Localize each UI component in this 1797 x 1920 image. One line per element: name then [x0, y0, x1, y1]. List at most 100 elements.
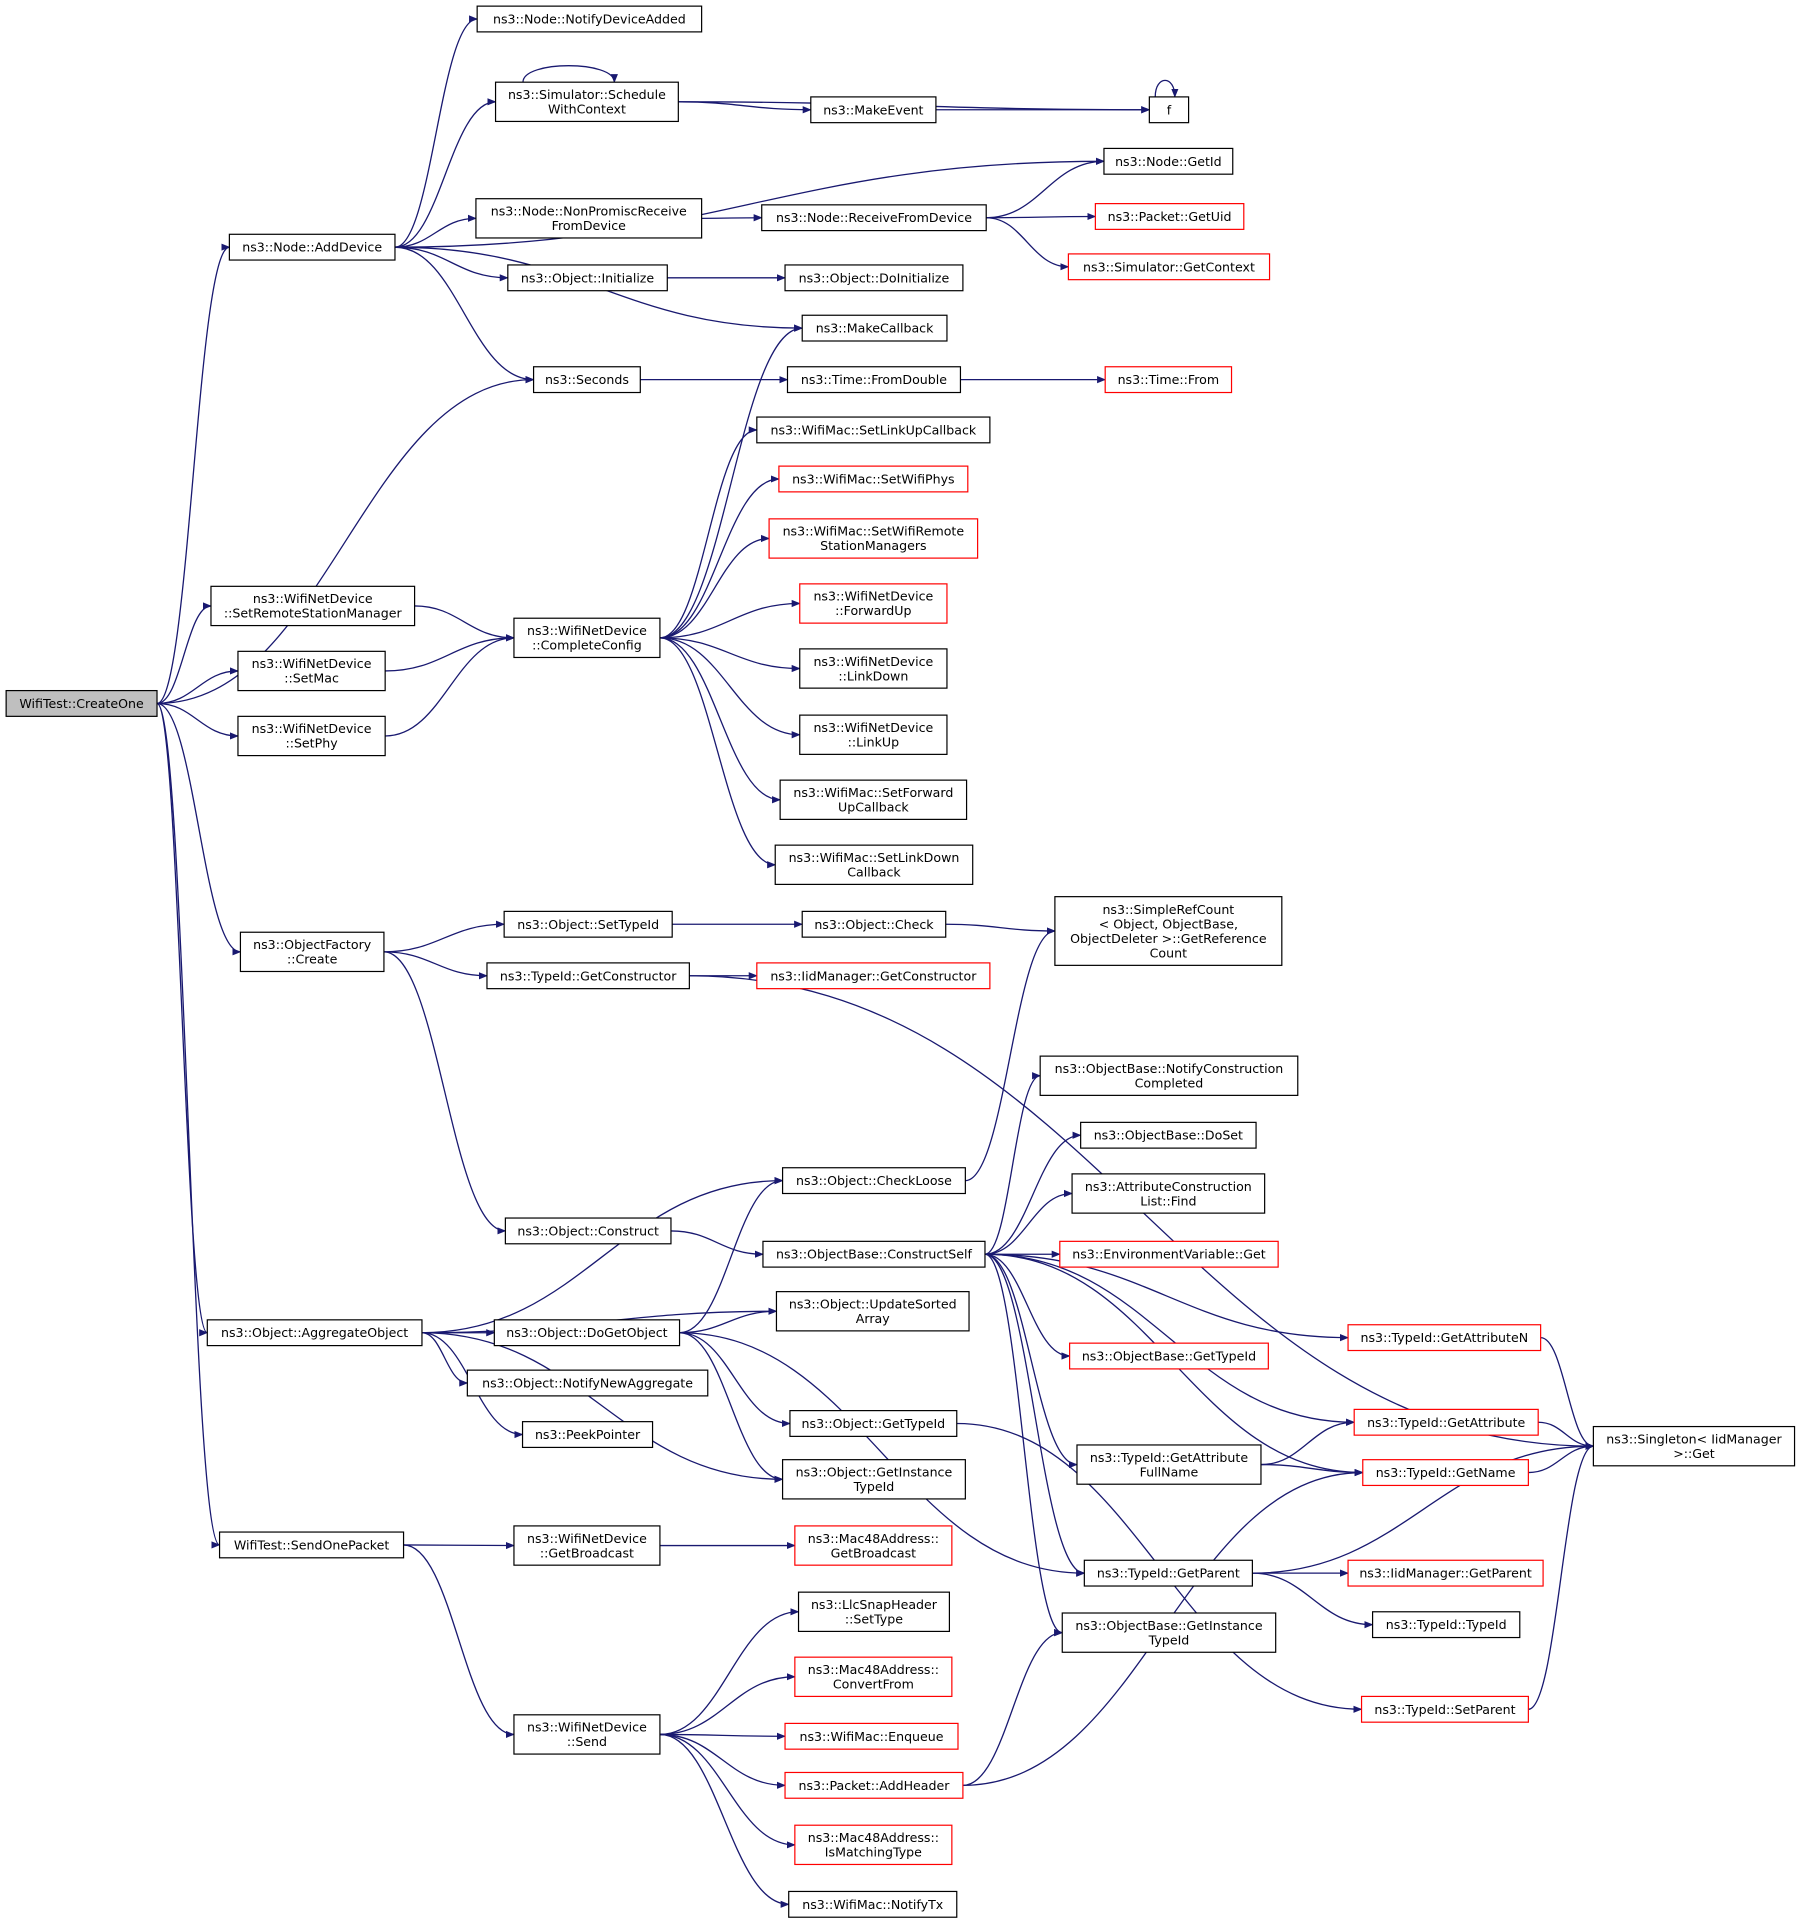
- node-n15[interactable]: ns3::Time::FromDouble: [786, 366, 962, 394]
- node-n64[interactable]: ns3::TypeId::SetParent: [1360, 1695, 1529, 1723]
- node-n57[interactable]: ns3::Mac48Address::GetBroadcast: [794, 1525, 953, 1566]
- node-box: [797, 1591, 951, 1633]
- node-n11[interactable]: ns3::Object::Initialize: [507, 264, 668, 292]
- node-n30[interactable]: ns3::Object::SetTypeId: [503, 910, 673, 938]
- node-label: ns3::Packet::AddHeader: [798, 1778, 950, 1793]
- node-n5[interactable]: ns3::MakeEvent: [810, 96, 937, 124]
- node-n59[interactable]: ns3::IidManager::GetParent: [1347, 1559, 1544, 1587]
- node-n4[interactable]: f: [1148, 96, 1190, 124]
- node-n39[interactable]: ns3::Object::Construct: [504, 1217, 672, 1245]
- edge-n40-n62: [984, 1253, 1064, 1637]
- node-n26[interactable]: ns3::WifiNetDevice::LinkUp: [799, 714, 948, 755]
- node-n51[interactable]: ns3::Singleton< IidManager>::Get: [1592, 1425, 1796, 1467]
- node-n36[interactable]: ns3::ObjectBase::DoSet: [1080, 1121, 1257, 1149]
- node-n12[interactable]: ns3::Object::DoInitialize: [784, 264, 964, 292]
- node-label: ::SetRemoteStationManager: [224, 606, 403, 621]
- node-n20[interactable]: ns3::WifiNetDevice::SetRemoteStationMana…: [210, 585, 416, 627]
- node-label: ns3::Simulator::Schedule: [508, 87, 666, 102]
- node-label: ns3::WifiNetDevice: [813, 589, 933, 604]
- edge-n21-n28: [659, 637, 777, 869]
- node-n56[interactable]: ns3::WifiNetDevice::GetBroadcast: [513, 1525, 661, 1566]
- node-n41[interactable]: ns3::EnvironmentVariable::Get: [1059, 1240, 1279, 1268]
- node-n47[interactable]: ns3::Object::NotifyNewAggregate: [466, 1369, 709, 1397]
- edge-n40-n52: [984, 1253, 1078, 1469]
- node-label: ns3::Node::AddDevice: [242, 240, 382, 255]
- node-n16[interactable]: ns3::Time::From: [1104, 366, 1233, 394]
- node-n68[interactable]: ns3::Mac48Address::IsMatchingType: [794, 1824, 953, 1866]
- node-n50[interactable]: ns3::PeekPointer: [521, 1421, 654, 1449]
- node-n48[interactable]: ns3::Object::GetTypeId: [789, 1410, 958, 1437]
- node-n14[interactable]: ns3::Seconds: [532, 366, 641, 394]
- node-n1[interactable]: ns3::Node::AddDevice: [228, 233, 396, 261]
- node-n35[interactable]: ns3::ObjectBase::NotifyConstructionCompl…: [1039, 1055, 1299, 1096]
- edge-n65-n66: [659, 1732, 786, 1740]
- node-n43[interactable]: ns3::Object::AggregateObject: [206, 1319, 423, 1347]
- node-n37[interactable]: ns3::Object::CheckLoose: [781, 1167, 966, 1195]
- node-label: ns3::WifiNetDevice: [252, 656, 372, 671]
- node-n65[interactable]: ns3::WifiNetDevice::Send: [513, 1714, 661, 1755]
- node-layer: WifiTest::CreateOnens3::Node::AddDevicen…: [5, 5, 1796, 1918]
- node-n22[interactable]: ns3::WifiNetDevice::ForwardUp: [799, 583, 948, 624]
- node-n18[interactable]: ns3::WifiMac::SetWifiPhys: [778, 465, 969, 493]
- node-n44[interactable]: ns3::Object::DoGetObject: [493, 1319, 681, 1347]
- node-box: [810, 96, 937, 124]
- node-label: ::Send: [567, 1734, 607, 1749]
- node-label: ns3::Node::NotifyDeviceAdded: [493, 12, 686, 27]
- node-n9[interactable]: ns3::Packet::GetUid: [1094, 203, 1245, 230]
- node-n40[interactable]: ns3::ObjectBase::ConstructSelf: [762, 1240, 986, 1268]
- node-n17[interactable]: ns3::WifiMac::SetLinkUpCallback: [756, 416, 991, 444]
- node-n61[interactable]: ns3::TypeId::TypeId: [1371, 1611, 1521, 1639]
- node-label: ns3::WifiMac::Enqueue: [799, 1729, 943, 1744]
- node-label: ::LinkDown: [838, 668, 908, 683]
- edge-n8-n9: [986, 212, 1097, 221]
- node-box: [475, 198, 703, 239]
- node-n2[interactable]: ns3::Node::NotifyDeviceAdded: [476, 5, 703, 33]
- node-n31[interactable]: ns3::Object::Check: [801, 910, 947, 938]
- node-n58[interactable]: ns3::TypeId::GetParent: [1083, 1559, 1253, 1587]
- node-n19[interactable]: ns3::WifiMac::SetWifiRemoteStationManage…: [768, 518, 979, 559]
- node-n25[interactable]: ns3::WifiNetDevice::SetPhy: [237, 715, 386, 757]
- edge-n65-n69: [659, 1733, 790, 1908]
- node-n67[interactable]: ns3::Packet::AddHeader: [784, 1771, 964, 1799]
- node-n49[interactable]: ns3::TypeId::GetAttribute: [1353, 1408, 1539, 1436]
- edge-n8-n10: [986, 217, 1070, 271]
- node-n45[interactable]: ns3::TypeId::GetAttributeN: [1347, 1324, 1542, 1352]
- node-n66[interactable]: ns3::WifiMac::Enqueue: [784, 1722, 959, 1750]
- edge-n52-n49: [1260, 1418, 1356, 1466]
- node-n8[interactable]: ns3::Node::ReceiveFromDevice: [761, 204, 987, 232]
- node-n32[interactable]: ns3::ObjectFactory::Create: [239, 931, 385, 973]
- node-box: [466, 1369, 709, 1397]
- node-box: [486, 962, 690, 990]
- node-n6[interactable]: ns3::Node::GetId: [1103, 147, 1234, 175]
- edge-n23-n21: [385, 634, 515, 672]
- node-n55[interactable]: WifiTest::SendOnePacket: [218, 1531, 405, 1559]
- node-box: [206, 1319, 423, 1347]
- node-label: ObjectDeleter >::GetReference: [1070, 931, 1267, 946]
- node-n0[interactable]: WifiTest::CreateOne: [5, 689, 158, 717]
- node-n34[interactable]: ns3::IidManager::GetConstructor: [756, 962, 991, 990]
- node-box: [1083, 1559, 1253, 1587]
- node-n13[interactable]: ns3::MakeCallback: [801, 314, 948, 342]
- node-n53[interactable]: ns3::TypeId::GetName: [1362, 1459, 1529, 1487]
- node-n69[interactable]: ns3::WifiMac::NotifyTx: [788, 1890, 958, 1918]
- node-n10[interactable]: ns3::Simulator::GetContext: [1067, 253, 1271, 281]
- node-n29[interactable]: ns3::SimpleRefCount< Object, ObjectBase,…: [1054, 896, 1283, 966]
- node-n33[interactable]: ns3::TypeId::GetConstructor: [486, 962, 690, 990]
- node-box: [784, 1771, 964, 1799]
- node-n46[interactable]: ns3::ObjectBase::GetTypeId: [1069, 1342, 1269, 1370]
- node-n24[interactable]: ns3::WifiNetDevice::LinkDown: [799, 648, 948, 689]
- node-n60[interactable]: ns3::LlcSnapHeader::SetType: [797, 1591, 951, 1633]
- node-n21[interactable]: ns3::WifiNetDevice::CompleteConfig: [513, 617, 661, 659]
- node-n63[interactable]: ns3::Mac48Address::ConvertFrom: [794, 1656, 953, 1698]
- edge-n21-n19: [659, 534, 770, 639]
- node-n23[interactable]: ns3::WifiNetDevice::SetMac: [237, 650, 386, 692]
